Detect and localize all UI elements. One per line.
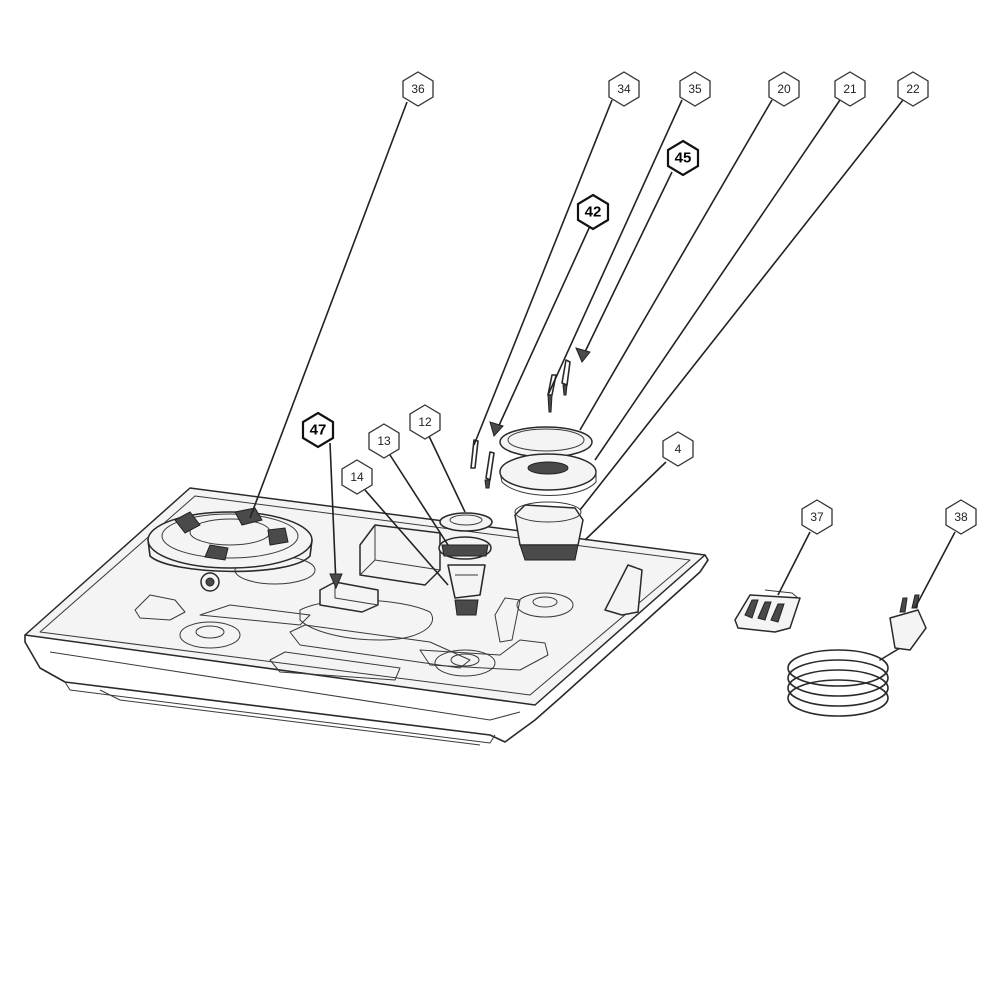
svg-text:47: 47 <box>310 422 327 439</box>
callout-22: 22 <box>897 71 929 107</box>
svg-text:34: 34 <box>617 82 631 96</box>
svg-text:12: 12 <box>418 415 432 429</box>
callout-38: 38 <box>945 499 977 535</box>
svg-text:4: 4 <box>675 442 682 456</box>
callouts: 36 34 35 20 21 22 45 42 <box>301 71 977 535</box>
callout-20: 20 <box>768 71 800 107</box>
power-cord <box>787 594 927 717</box>
terminal-block <box>734 589 801 633</box>
callout-21: 21 <box>834 71 866 107</box>
svg-text:21: 21 <box>843 82 857 96</box>
small-burner-stack <box>438 512 493 616</box>
svg-text:36: 36 <box>411 82 425 96</box>
callout-35: 35 <box>679 71 711 107</box>
callout-36: 36 <box>402 71 434 107</box>
callout-45: 45 <box>666 139 700 177</box>
hob-tray <box>24 487 709 746</box>
svg-text:14: 14 <box>350 470 364 484</box>
right-burner-assembly <box>499 426 597 561</box>
svg-text:35: 35 <box>688 82 702 96</box>
svg-text:13: 13 <box>377 434 391 448</box>
thermocouples <box>470 359 571 489</box>
callout-37: 37 <box>801 499 833 535</box>
svg-text:37: 37 <box>810 510 824 524</box>
svg-text:22: 22 <box>906 82 920 96</box>
callout-12: 12 <box>409 404 441 440</box>
svg-text:45: 45 <box>675 150 692 167</box>
callout-47: 47 <box>301 411 335 449</box>
large-burner-assembly <box>147 507 313 592</box>
callout-4: 4 <box>662 431 694 467</box>
svg-text:38: 38 <box>954 510 968 524</box>
callout-14: 14 <box>341 459 373 495</box>
leader-lines <box>249 99 956 609</box>
tray-bracket <box>494 564 643 643</box>
svg-text:42: 42 <box>585 204 602 221</box>
svg-text:20: 20 <box>777 82 791 96</box>
callout-42: 42 <box>576 193 610 231</box>
callout-13: 13 <box>368 423 400 459</box>
callout-34: 34 <box>608 71 640 107</box>
valve-housing <box>359 524 441 586</box>
